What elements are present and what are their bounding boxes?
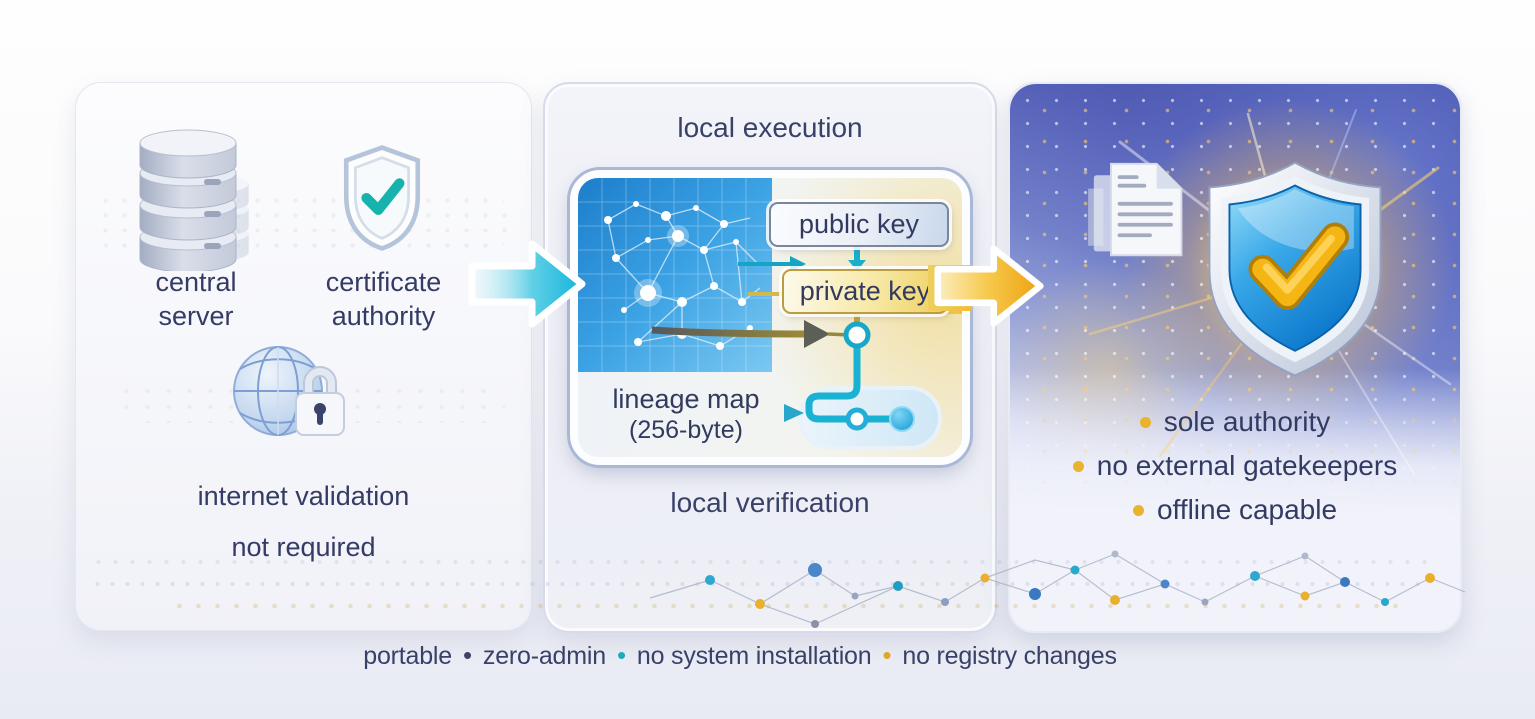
bullet-text: no external gatekeepers [1096, 450, 1398, 481]
footer-item: zero-admin [482, 642, 606, 670]
footer-item: portable [363, 642, 452, 670]
document-icon [1088, 162, 1183, 257]
private-key-label: private key [799, 276, 931, 306]
lineage-map-label: lineage map (256-byte) [586, 384, 786, 445]
footer-item: no system installation [636, 642, 872, 670]
footer-caption: portable • zero-admin • no system installati… [0, 640, 1480, 671]
label-line: server [158, 301, 234, 331]
list-item: sole authority [1010, 400, 1460, 444]
lineage-line1: lineage map [612, 384, 760, 414]
public-key-box: public key [769, 202, 949, 247]
local-verification-caption: local verification [670, 487, 870, 518]
gold-right-arrow-icon [934, 245, 1044, 327]
right-panel: sole authority no external gatekeepers o… [1008, 82, 1462, 633]
internet-validation-note: internet validation [197, 481, 410, 511]
database-icon [139, 129, 249, 271]
list-item: offline capable [1010, 488, 1460, 532]
certificate-authority-label: certificate authority [291, 265, 476, 333]
lineage-line2: (256-byte) [629, 416, 743, 444]
benefits-list: sole authority no external gatekeepers o… [1010, 400, 1460, 532]
bullet-dot-icon [1139, 416, 1151, 428]
left-panel: central server certificate authority int [75, 82, 532, 631]
key-flow-art [651, 244, 942, 450]
private-key-box: private key [782, 269, 948, 314]
bullet-dot-icon [1132, 504, 1144, 516]
bullet-dot-icon [1072, 460, 1084, 472]
list-item: no external gatekeepers [1010, 444, 1460, 488]
label-line: certificate [325, 267, 442, 297]
bullet-text: sole authority [1163, 406, 1331, 437]
bullet-text: offline capable [1156, 494, 1338, 525]
key-generation-art: public key private key lineage map (256-… [578, 178, 962, 457]
footer-separator: • [882, 640, 892, 670]
local-execution-title: local execution [677, 112, 863, 143]
network-grid-art [578, 178, 772, 372]
footer-separator: • [462, 640, 472, 670]
key-generation-box: public key private key lineage map (256-… [570, 170, 970, 465]
cyan-right-arrow-icon [468, 240, 586, 328]
shield-check-badge-icon [1208, 161, 1382, 377]
not-required-note: not required [231, 532, 376, 562]
label-line: authority [331, 301, 436, 331]
public-key-label: public key [798, 209, 920, 239]
shield-check-icon [343, 145, 421, 251]
globe-lock-icon [233, 346, 345, 436]
footer-item: no registry changes [902, 642, 1117, 670]
central-server-label: central server [106, 265, 286, 333]
label-line: central [155, 267, 237, 297]
middle-panel: local execution [543, 82, 997, 633]
footer-separator: • [616, 640, 626, 670]
